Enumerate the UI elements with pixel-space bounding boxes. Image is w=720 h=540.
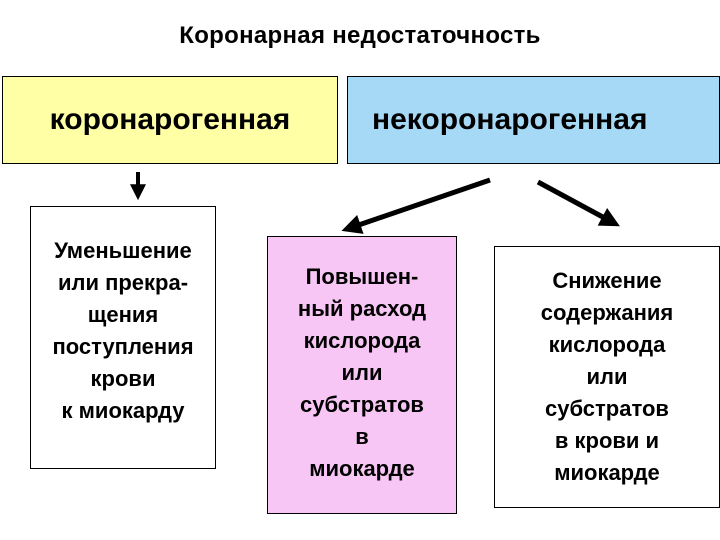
category-noncoronarogenic: некоронарогенная [347, 76, 720, 164]
category-noncoronarogenic-label: некоронарогенная [372, 103, 648, 136]
cause-increased-oxygen-consumption-text: Повышен- ный расход кислорода или субстр… [297, 264, 427, 481]
cause-reduced-blood-supply-text: Уменьшение или прекра- щения поступления… [52, 238, 194, 423]
cause-reduced-oxygen-content: Снижение содержания кислорода или субстр… [494, 246, 720, 508]
arrow-down-right-icon [536, 179, 620, 227]
category-coronarogenic: коронарогенная [2, 76, 338, 164]
cause-reduced-oxygen-content-text: Снижение содержания кислорода или субстр… [540, 268, 674, 485]
cause-reduced-blood-supply: Уменьшение или прекра- щения поступления… [30, 206, 216, 469]
category-coronarogenic-label: коронарогенная [49, 103, 291, 136]
diagram-title: Коронарная недостаточность [179, 22, 541, 49]
arrow-down-left-icon [341, 177, 491, 234]
cause-increased-oxygen-consumption: Повышен- ный расход кислорода или субстр… [267, 236, 457, 514]
